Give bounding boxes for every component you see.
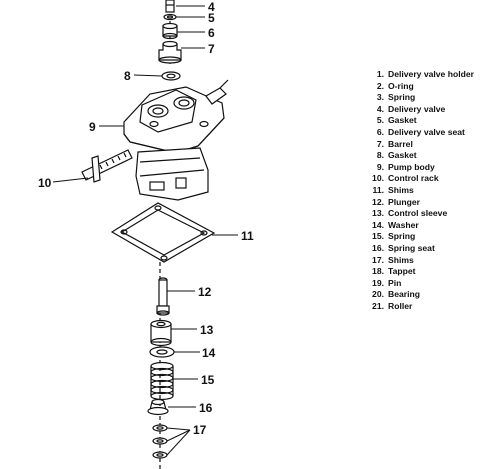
callout-17: 17 bbox=[193, 423, 207, 437]
legend-item: 4. Delivery valve bbox=[364, 104, 474, 116]
legend-item-number: 6. bbox=[376, 126, 384, 137]
legend-item-label: Delivery valve seat bbox=[388, 126, 465, 137]
legend-item: 11. Shims bbox=[364, 185, 474, 197]
legend-item-label: Delivery valve holder bbox=[388, 69, 474, 79]
part-control-sleeve bbox=[150, 319, 172, 347]
legend-item-label: Delivery valve bbox=[388, 103, 446, 114]
part-control-rack bbox=[81, 149, 133, 183]
legend-item: 8. Gasket bbox=[364, 150, 474, 162]
legend-item-label: Control sleeve bbox=[388, 208, 448, 219]
legend-item-number: 1. bbox=[376, 69, 384, 79]
legend-item-label: Spring bbox=[388, 92, 416, 103]
part-washer bbox=[149, 346, 175, 358]
part-barrel bbox=[158, 40, 182, 64]
legend-item-number: 19. bbox=[372, 277, 384, 288]
part-shims-small bbox=[152, 424, 168, 459]
legend-item: 17. Shims bbox=[364, 255, 474, 267]
legend-item-number: 10. bbox=[372, 173, 384, 184]
part-delivery-valve bbox=[165, 0, 175, 13]
callout-16: 16 bbox=[199, 401, 213, 415]
legend-item-label: O-ring bbox=[388, 80, 414, 91]
legend-item: 9. Pump body bbox=[364, 162, 474, 174]
legend-item: 2. O-ring bbox=[364, 81, 474, 93]
legend-item: 7. Barrel bbox=[364, 139, 474, 151]
legend-item-number: 21. bbox=[372, 300, 384, 311]
legend-item: 1. Delivery valve holder bbox=[364, 69, 474, 81]
legend-item-label: Gasket bbox=[388, 150, 417, 161]
legend-item-label: Shims bbox=[388, 184, 414, 195]
callout-7: 7 bbox=[208, 42, 215, 56]
legend-item-label: Bearing bbox=[388, 289, 420, 300]
part-spring bbox=[150, 361, 174, 401]
legend-item-number: 12. bbox=[372, 196, 384, 207]
legend-item: 19. Pin bbox=[364, 278, 474, 290]
legend-item-label: Tappet bbox=[388, 266, 416, 277]
legend-item-number: 7. bbox=[376, 138, 384, 149]
legend-item-number: 15. bbox=[372, 231, 384, 242]
legend-item: 12. Plunger bbox=[364, 197, 474, 209]
callout-14: 14 bbox=[202, 346, 216, 360]
legend-item-number: 11. bbox=[372, 184, 384, 195]
legend-item-number: 16. bbox=[372, 242, 384, 253]
part-shim-plate bbox=[110, 202, 216, 263]
legend-item-label: Spring bbox=[388, 231, 416, 242]
part-delivery-valve-seat bbox=[162, 22, 178, 40]
legend-item-label: Gasket bbox=[388, 115, 417, 126]
legend-item-label: Shims bbox=[388, 254, 414, 265]
legend-item-number: 3. bbox=[376, 92, 384, 103]
legend-item-label: Plunger bbox=[388, 196, 420, 207]
callout-11: 11 bbox=[241, 229, 254, 243]
leader-lines bbox=[52, 5, 238, 456]
legend-item-number: 5. bbox=[376, 115, 384, 126]
legend-item: 6. Delivery valve seat bbox=[364, 127, 474, 139]
legend-item: 15. Spring bbox=[364, 231, 474, 243]
legend-item: 10. Control rack bbox=[364, 173, 474, 185]
legend-item-number: 2. bbox=[376, 80, 384, 91]
part-gasket-ring bbox=[161, 71, 181, 81]
legend-item-number: 20. bbox=[372, 289, 384, 300]
part-spring-seat bbox=[147, 398, 169, 416]
legend-item-label: Control rack bbox=[388, 173, 439, 184]
legend-item-number: 14. bbox=[372, 219, 384, 230]
callout-15: 15 bbox=[201, 373, 215, 387]
legend-item: 3. Spring bbox=[364, 92, 474, 104]
legend-item-number: 4. bbox=[376, 103, 384, 114]
legend-item: 21. Roller bbox=[364, 301, 474, 313]
legend-item-number: 8. bbox=[376, 150, 384, 161]
legend-item-label: Spring seat bbox=[388, 242, 435, 253]
legend-item: 5. Gasket bbox=[364, 115, 474, 127]
legend-item-label: Roller bbox=[388, 300, 413, 311]
callout-8: 8 bbox=[124, 69, 131, 83]
legend-item-label: Washer bbox=[388, 219, 419, 230]
legend-item: 13. Control sleeve bbox=[364, 208, 474, 220]
legend-item: 20. Bearing bbox=[364, 289, 474, 301]
callout-13: 13 bbox=[200, 323, 214, 337]
legend-item-label: Pin bbox=[388, 277, 402, 288]
part-pump-body bbox=[123, 79, 229, 201]
legend-item: 16. Spring seat bbox=[364, 243, 474, 255]
legend-item-number: 9. bbox=[376, 161, 384, 172]
callout-9: 9 bbox=[89, 120, 96, 134]
callout-4: 4 bbox=[208, 0, 215, 14]
legend-item-number: 18. bbox=[372, 266, 384, 277]
legend-item-number: 17. bbox=[372, 254, 384, 265]
part-gasket-small bbox=[163, 13, 177, 21]
legend-item: 18. Tappet bbox=[364, 266, 474, 278]
legend-item-number: 13. bbox=[372, 208, 384, 219]
callout-10: 10 bbox=[38, 176, 52, 190]
callout-5: 5 bbox=[208, 11, 215, 25]
part-plunger bbox=[156, 277, 170, 316]
legend-item-label: Barrel bbox=[388, 138, 413, 149]
legend-item-label: Pump body bbox=[388, 161, 435, 172]
callout-6: 6 bbox=[208, 26, 215, 40]
callout-12: 12 bbox=[198, 285, 212, 299]
legend-item: 14. Washer bbox=[364, 220, 474, 232]
